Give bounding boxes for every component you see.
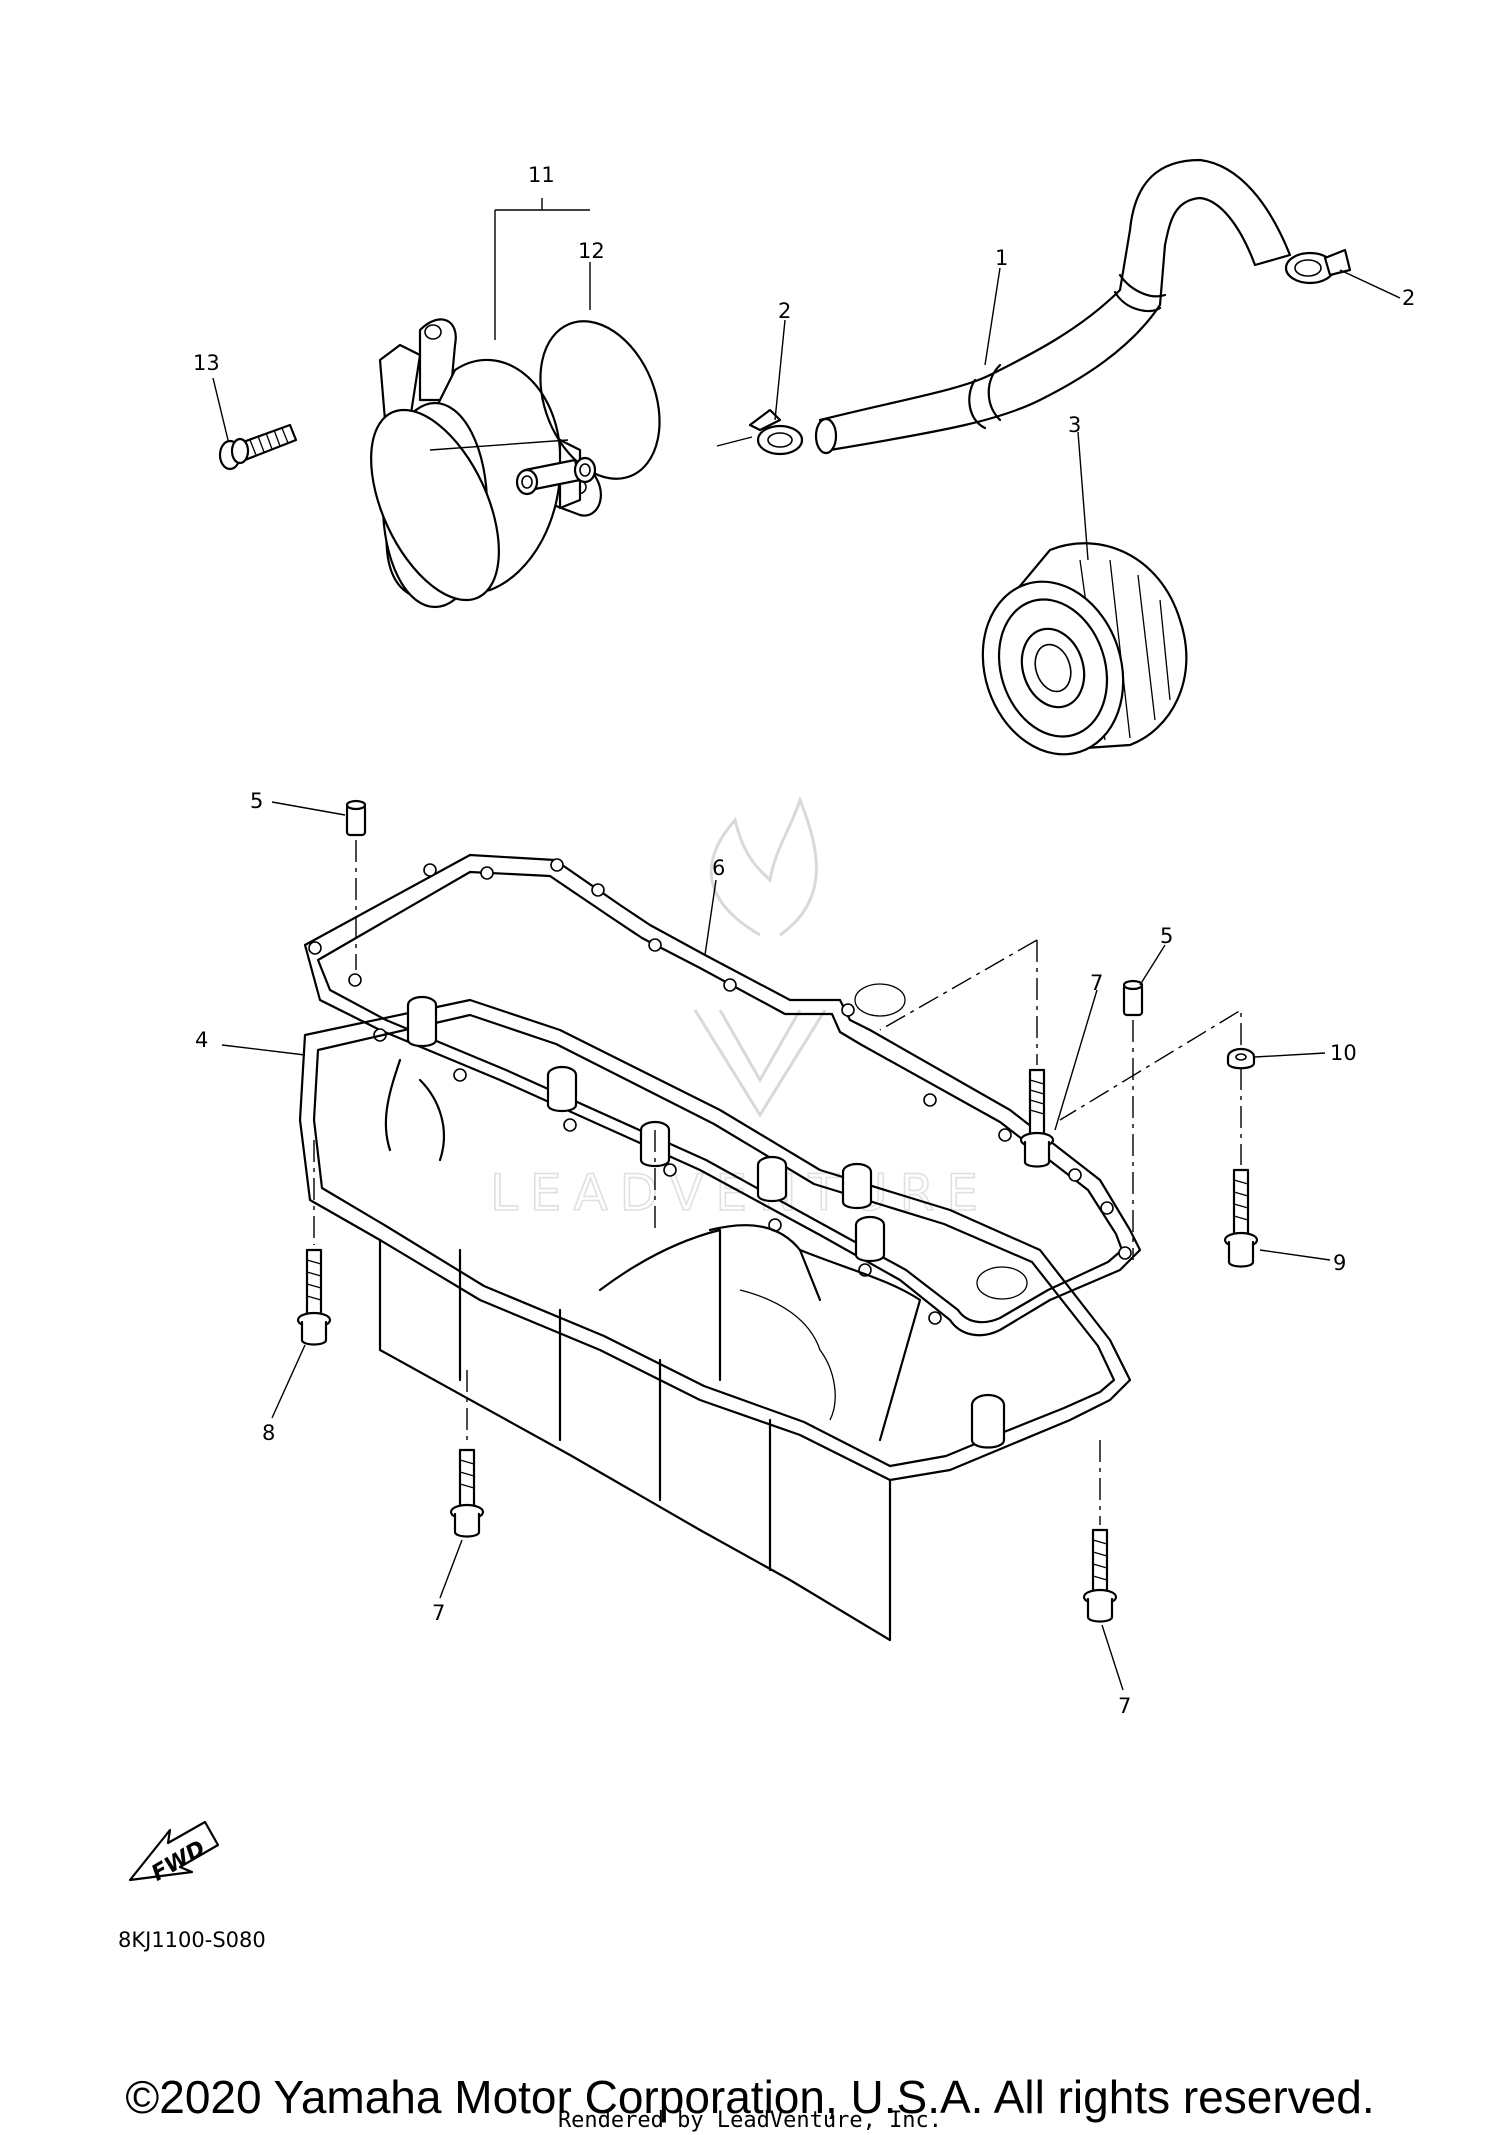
callout-4: 4 — [195, 1028, 208, 1052]
callout-5: 5 — [250, 789, 263, 813]
leader-lines — [212, 198, 1401, 1691]
callout-10: 10 — [1330, 1041, 1357, 1065]
oil-hose — [814, 158, 1292, 455]
rendered-by-notice: Rendered by LeadVenture, Inc. — [557, 2108, 943, 2133]
callouts: 1 2 2 3 4 5 5 6 7 7 7 8 9 10 11 12 13 — [193, 163, 1415, 1718]
o-ring — [539, 320, 661, 484]
oil-cooler — [370, 318, 602, 609]
oil-filter — [981, 542, 1188, 756]
callout-7: 7 — [432, 1601, 445, 1625]
dowel-pin-right — [1122, 979, 1144, 1017]
bolt-8 — [296, 1248, 332, 1346]
callout-11: 11 — [528, 163, 555, 187]
callout-7: 7 — [1118, 1694, 1131, 1718]
bolt-13 — [218, 423, 298, 471]
callout-13: 13 — [193, 351, 220, 375]
bolt-7-lower-right — [1082, 1528, 1118, 1623]
watermark-text: LEADVENTURE — [490, 1164, 990, 1222]
hose-clamp-right — [1284, 248, 1352, 285]
callout-2: 2 — [1402, 286, 1415, 310]
callout-8: 8 — [262, 1421, 275, 1445]
callout-5: 5 — [1160, 924, 1173, 948]
pan-bosses — [406, 995, 1006, 1449]
bolt-9 — [1223, 1168, 1259, 1268]
callout-9: 9 — [1333, 1251, 1346, 1275]
bolt-7-upper — [1019, 1068, 1055, 1168]
alignment-lines — [313, 436, 1242, 1525]
callout-3: 3 — [1068, 413, 1081, 437]
washer-10 — [1226, 1047, 1256, 1070]
callout-7: 7 — [1090, 971, 1103, 995]
gasket-holes — [308, 858, 1132, 1325]
copyright-notice: ©2020 Yamaha Motor Corporation, U.S.A. A… — [125, 2071, 1375, 2123]
diagram-code: 8KJ1100-S080 — [118, 1928, 266, 1952]
forward-arrow-icon: FWD — [128, 1820, 220, 1887]
dowel-pin-left — [345, 799, 367, 837]
callout-6: 6 — [712, 856, 725, 880]
callout-12: 12 — [578, 239, 605, 263]
bolt-7-lower-left — [449, 1448, 485, 1538]
gasket — [303, 853, 1142, 1337]
hose-clamp-left — [748, 408, 804, 456]
oil-pan — [298, 995, 1132, 1642]
fwd-label: FWD — [147, 1836, 209, 1886]
watermark: LEADVENTURE — [489, 795, 990, 1223]
callout-2: 2 — [778, 299, 791, 323]
callout-1: 1 — [995, 246, 1008, 270]
